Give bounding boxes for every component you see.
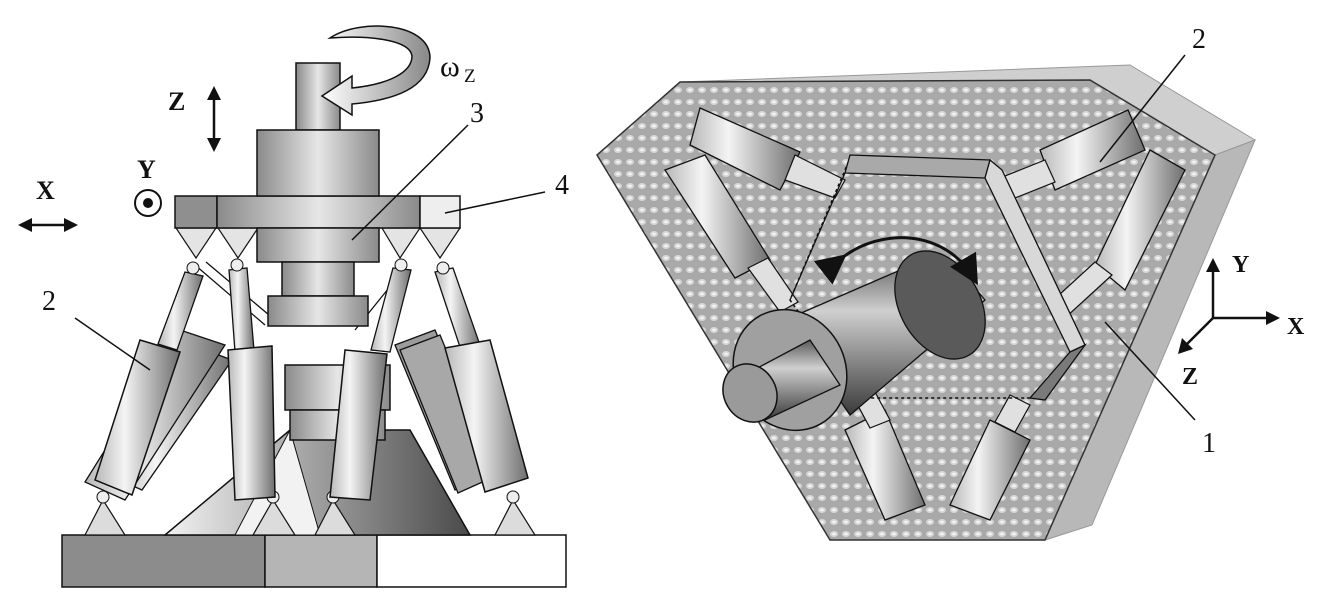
actuator-leg: [664, 154, 799, 313]
actuator-leg: [329, 258, 412, 501]
z-axis-arrow-icon: [207, 86, 221, 152]
leader-line-4: [444, 191, 546, 214]
x-axis-arrow-icon: [18, 218, 78, 232]
z-axis-label: Z: [168, 87, 185, 116]
x-axis-label: X: [36, 176, 55, 205]
part-2-label-left: 2: [42, 286, 56, 317]
upper-joints: [174, 227, 462, 260]
x-axis-label-right: X: [1287, 314, 1305, 340]
z-axis-label-right: Z: [1182, 364, 1198, 390]
actuator-leg: [999, 109, 1146, 201]
base-plate: [61, 534, 567, 588]
hexapod-side-view: ω Z Z Y X 3 4 2: [18, 25, 569, 588]
rotation-arrow-icon: [320, 25, 431, 117]
leader-line-1: [1104, 321, 1196, 421]
leader-line-3: [351, 124, 469, 241]
actuator-leg: [689, 107, 846, 199]
leader-line-2: [74, 317, 151, 371]
spindle-head: [256, 62, 380, 327]
actuator-leg: [227, 258, 276, 501]
rotation-arrow-icon: [813, 236, 979, 286]
hexagon-platform: [789, 154, 1088, 401]
omega-subscript: Z: [464, 66, 476, 87]
hexapod-top-view: 2 1 Y X Z: [596, 24, 1305, 541]
y-axis-label-right: Y: [1232, 252, 1249, 278]
moving-platform: [174, 195, 461, 229]
leader-line-2: [1099, 54, 1186, 163]
coordinate-triad-icon: [1178, 258, 1280, 354]
lower-joints: [84, 490, 537, 536]
actuator-leg: [949, 394, 1031, 521]
part-4-label: 4: [555, 170, 569, 201]
actuator-leg: [434, 261, 529, 493]
rear-struts: [84, 261, 499, 501]
actuator-leg: [94, 261, 204, 496]
part-1-label: 1: [1202, 428, 1216, 459]
omega-label: ω: [440, 50, 460, 83]
actuator-legs: [94, 258, 529, 501]
part-3-label: 3: [470, 98, 484, 129]
y-axis-out-of-plane-icon: [134, 189, 162, 217]
y-axis-label: Y: [137, 155, 156, 184]
part-2-label-right: 2: [1192, 24, 1206, 55]
